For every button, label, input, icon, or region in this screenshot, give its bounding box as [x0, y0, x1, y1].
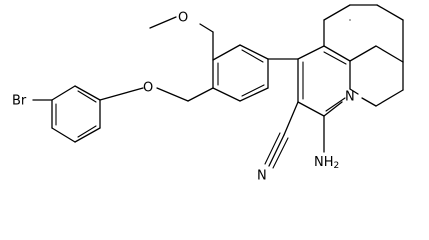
- ether-oxygen-label: O: [143, 81, 153, 96]
- amino-group-label: NH2: [314, 155, 339, 172]
- methoxy-o-bond: [199, 23, 214, 33]
- pyridine-ring: [297, 45, 359, 117]
- pyridine-nitrogen-label: N: [345, 90, 355, 105]
- atom-labels: Br O O N N NH2: [12, 11, 355, 184]
- methoxy-ch3-bond: [149, 16, 177, 29]
- o-ch2-bond: [156, 87, 189, 102]
- methoxy-oxygen-label: O: [178, 11, 188, 26]
- nitrile-triple-3: [264, 132, 281, 165]
- bromophenyl-ring: [51, 85, 101, 143]
- nitrile-triple-2: [272, 137, 289, 169]
- cyclohexane-ring: [323, 4, 404, 107]
- molecule-structure-diagram: Br O O N N NH2: [12, 4, 404, 184]
- c-cn-bond: [283, 101, 299, 136]
- ch2-aryl-bond: [187, 87, 214, 102]
- methoxyphenyl-ring: [212, 31, 269, 102]
- nitrile-triple-1: [268, 134, 285, 167]
- bromine-label: Br: [12, 94, 27, 109]
- aryl-o-bond: [99, 87, 144, 101]
- amino-nh-text: NH: [314, 155, 334, 170]
- nitrile-nitrogen-label: N: [257, 169, 267, 184]
- bond-lines: [32, 4, 404, 169]
- amino-subscript: 2: [334, 161, 340, 171]
